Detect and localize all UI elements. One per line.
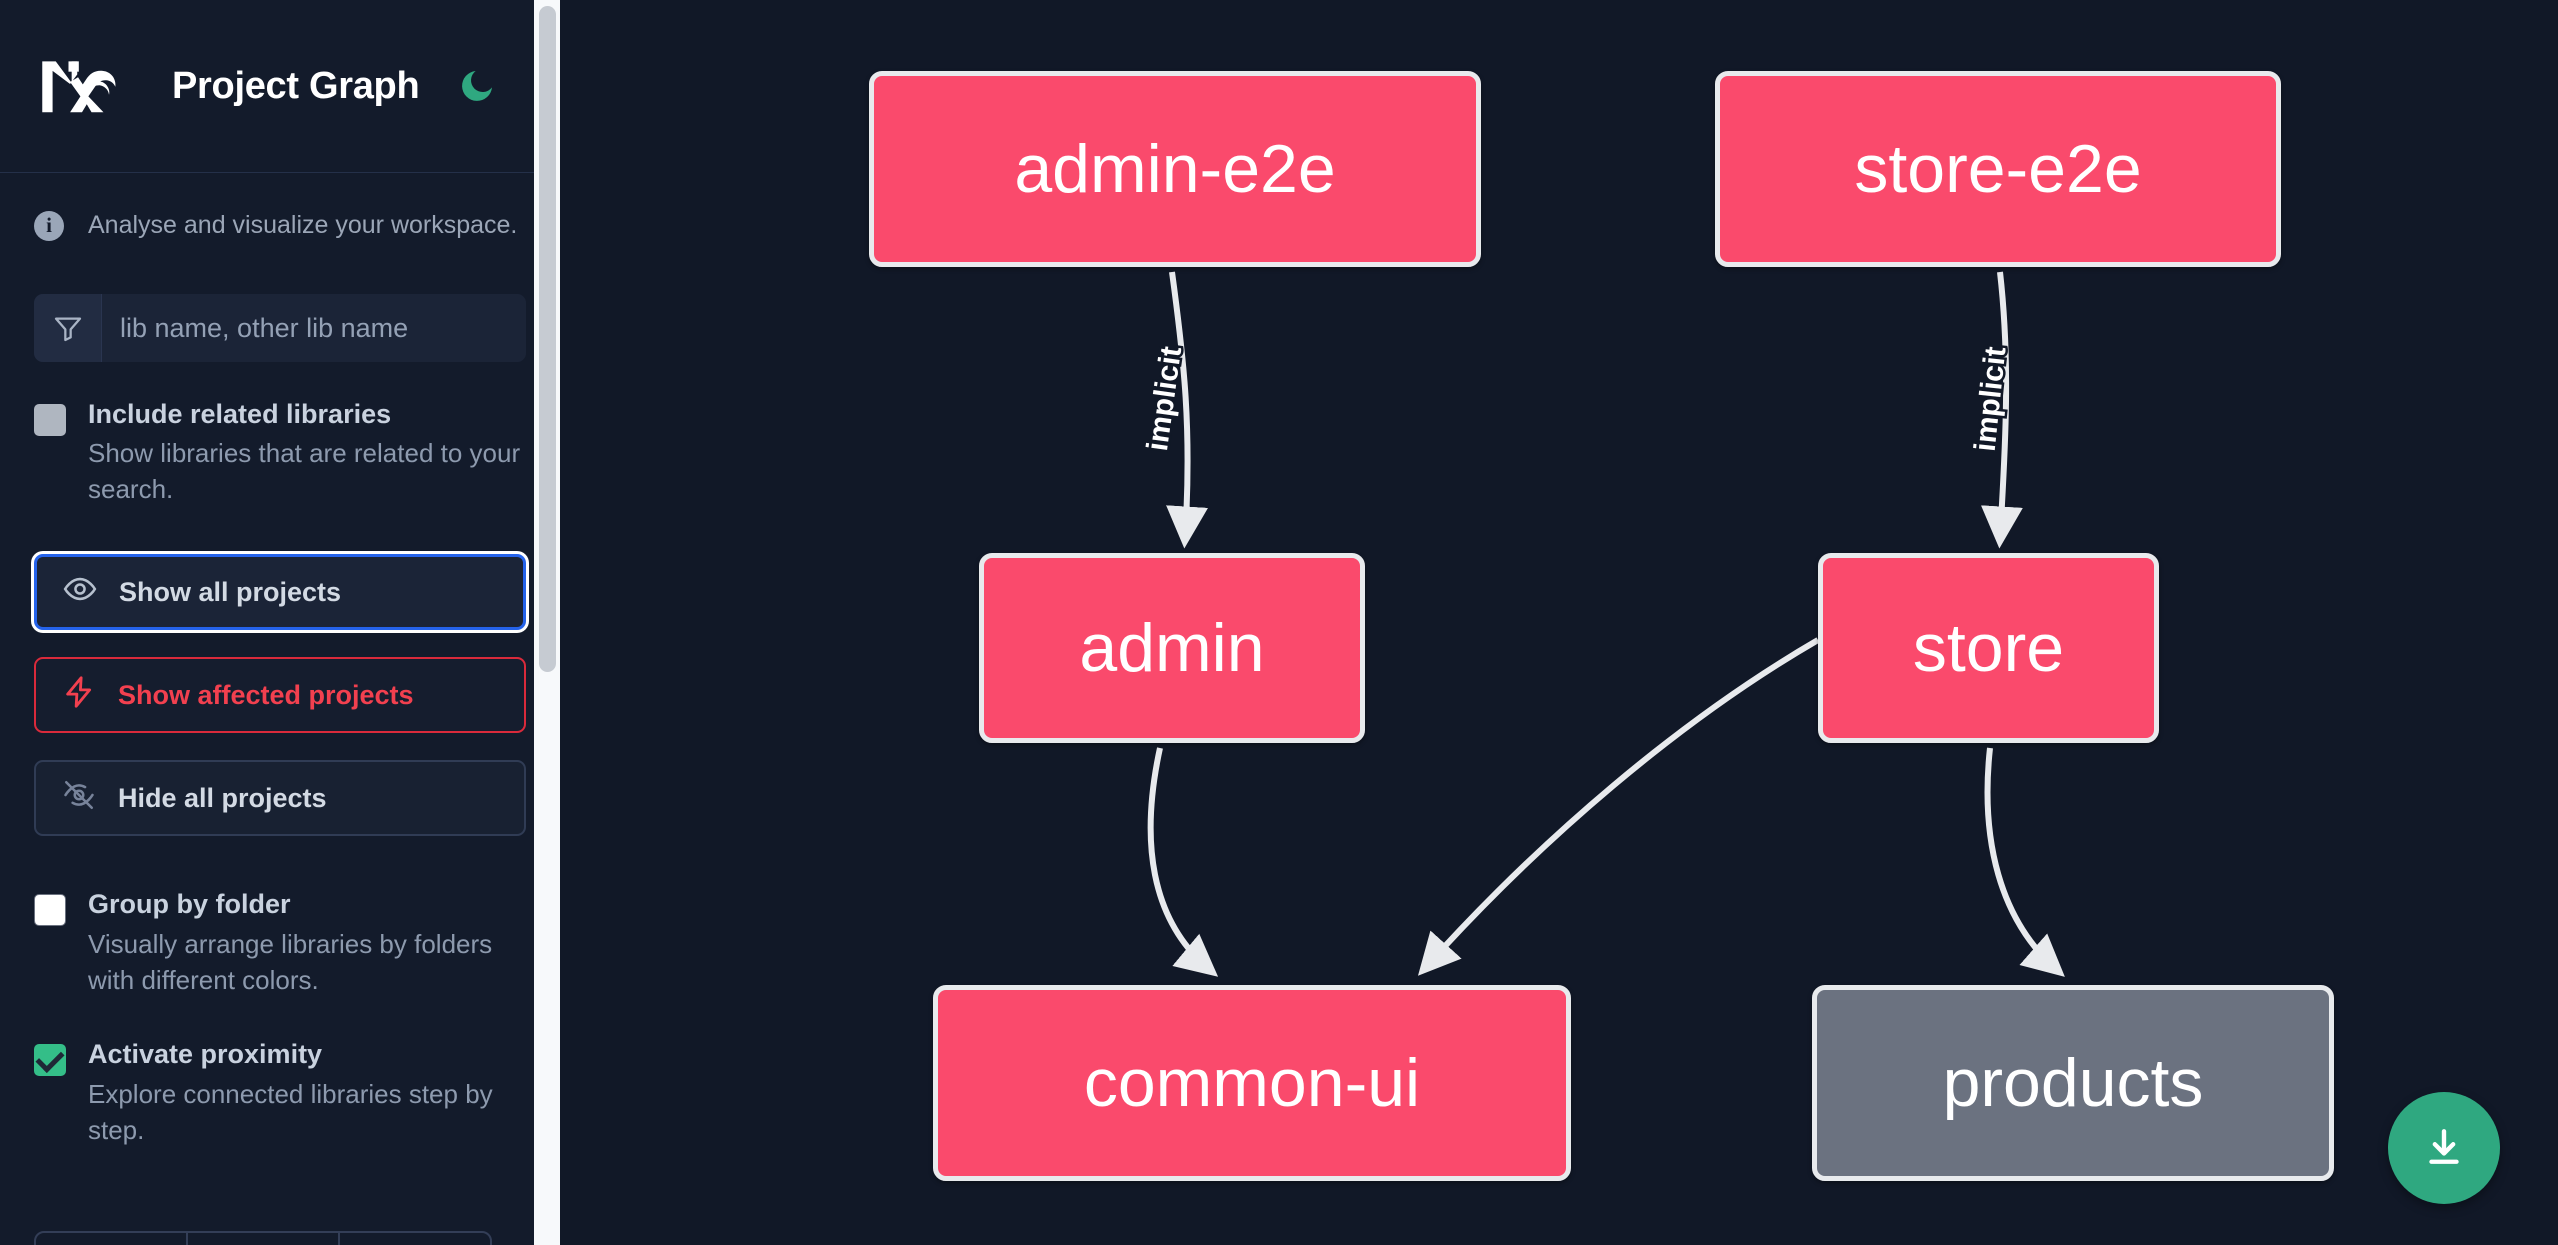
sidebar-scrollbar-track[interactable]	[534, 0, 560, 1245]
filter-funnel-icon[interactable]	[34, 294, 102, 362]
workspace-tagline: i Analyse and visualize your workspace.	[34, 173, 526, 278]
eye-icon	[63, 572, 97, 613]
segment-3[interactable]	[340, 1233, 490, 1245]
graph-edges: implicit implicit	[1138, 271, 2065, 977]
option-include-related-libraries[interactable]: Include related libraries Show libraries…	[34, 398, 526, 508]
segment-1[interactable]	[36, 1233, 188, 1245]
action-buttons: Show all projects Show affected projects	[34, 554, 526, 837]
sidebar: Project Graph i Analyse and visualize yo…	[0, 0, 560, 1245]
button-label: Show all projects	[119, 576, 342, 607]
segment-2[interactable]	[188, 1233, 340, 1245]
option-label: Group by folder	[88, 889, 291, 920]
option-group-by-folder[interactable]: Group by folder Visually arrange librari…	[34, 888, 526, 998]
graph-node-store[interactable]: store	[1818, 553, 2159, 743]
tagline-label: Analyse and visualize your workspace.	[88, 211, 518, 239]
option-description: Show libraries that are related to your …	[88, 438, 521, 505]
include-related-libraries-checkbox[interactable]	[34, 404, 66, 436]
graph-node-admin-e2e[interactable]: admin-e2e	[869, 71, 1481, 267]
edge-label-implicit-admin: implicit	[1138, 342, 1190, 456]
graph-node-admin[interactable]: admin	[979, 553, 1365, 743]
button-label: Hide all projects	[118, 782, 327, 813]
group-by-folder-checkbox[interactable]	[34, 894, 66, 927]
sidebar-header: Project Graph	[0, 0, 560, 173]
activate-proximity-checkbox[interactable]	[34, 1044, 66, 1077]
show-all-projects-button[interactable]: Show all projects	[34, 554, 526, 631]
hide-all-projects-button[interactable]: Hide all projects	[34, 760, 526, 837]
moon-icon[interactable]	[455, 64, 499, 108]
edge-store-products	[1984, 747, 2065, 977]
lightning-bolt-icon	[62, 675, 96, 716]
graph-node-products[interactable]: products	[1812, 985, 2334, 1181]
option-label: Activate proximity	[88, 1039, 323, 1070]
sidebar-scrollbar-thumb[interactable]	[539, 6, 556, 672]
nx-logo-icon	[34, 55, 130, 117]
option-activate-proximity[interactable]: Activate proximity Explore connected lib…	[34, 1038, 526, 1148]
graph-canvas[interactable]: implicit implicit admin-e2e store-e2e ad…	[560, 0, 2558, 1245]
edge-admin-e2e-admin	[1166, 271, 1208, 549]
graph-node-common-ui[interactable]: common-ui	[933, 985, 1571, 1181]
option-description: Visually arrange libraries by folders wi…	[88, 928, 493, 995]
button-label: Show affected projects	[118, 679, 414, 710]
edge-admin-common-ui	[1147, 747, 1219, 977]
option-description: Explore connected libraries step by step…	[88, 1078, 493, 1145]
graph-node-store-e2e[interactable]: store-e2e	[1715, 71, 2281, 267]
page-title: Project Graph	[172, 64, 420, 107]
svg-text:implicit: implicit	[1141, 344, 1188, 453]
eye-off-icon	[62, 778, 96, 819]
download-image-button[interactable]	[2388, 1092, 2500, 1204]
edge-store-common-ui	[1417, 637, 1820, 976]
search-row	[34, 294, 526, 362]
option-label: Include related libraries	[88, 399, 392, 429]
show-affected-projects-button[interactable]: Show affected projects	[34, 657, 526, 734]
bottom-segmented-control[interactable]	[34, 1231, 492, 1245]
download-icon	[2429, 1129, 2459, 1164]
search-input[interactable]	[102, 294, 526, 362]
info-icon: i	[34, 210, 64, 241]
sidebar-body: i Analyse and visualize your workspace. …	[0, 173, 560, 1149]
edge-store-e2e-store	[1980, 271, 2023, 549]
